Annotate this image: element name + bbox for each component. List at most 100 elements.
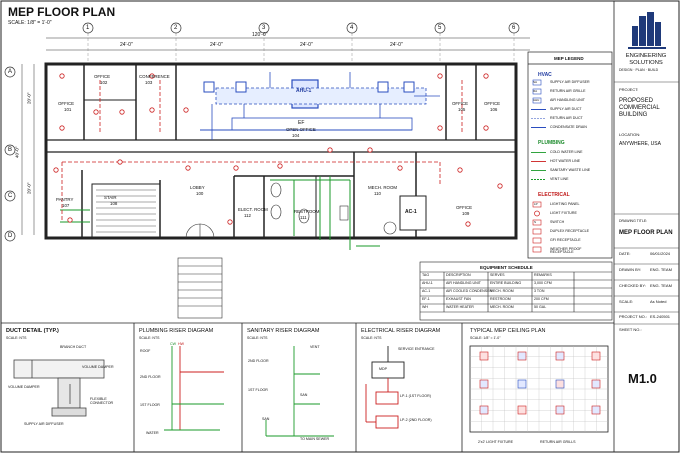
row-bubble	[4, 66, 16, 78]
entry-steps	[177, 223, 223, 319]
ceiling-fixture-icon	[479, 405, 489, 415]
light-fixture-icon	[233, 165, 239, 171]
schedule-cell: EXHAUST FAN	[446, 297, 471, 301]
schedule-header: DESCRIPTION	[446, 273, 471, 277]
building-walls	[44, 62, 518, 240]
plumbing-fixtures	[270, 182, 397, 235]
schedule-header: TAG	[422, 273, 430, 277]
room-number: 107	[62, 203, 70, 208]
duct-detail-label: VOLUME DAMPER	[82, 365, 114, 369]
light-fixture-icon	[534, 210, 540, 217]
plumbing-riser-scale: SCALE: NTS	[139, 336, 160, 340]
row-grid-label: A	[8, 69, 13, 75]
legend-hvac-symbol: RA	[533, 89, 538, 93]
room-number: 100	[196, 191, 204, 196]
drawing-title-value: MEP FLOOR PLAN	[619, 230, 673, 236]
legend-electrical-label: LIGHT FIXTURE	[550, 210, 577, 215]
electrical-symbol-icon	[532, 228, 542, 235]
stair	[96, 189, 156, 233]
ceiling-fixture-icon	[591, 379, 601, 389]
electrical-symbol-icon	[532, 237, 542, 244]
schedule-cell: 3,000 CFM	[534, 281, 552, 285]
light-fixture-icon	[183, 107, 189, 113]
electrical-riser-drawing	[365, 346, 405, 429]
plumbing-lines	[60, 176, 380, 250]
light-fixture-icon	[437, 73, 443, 79]
column-grid-label: 6	[512, 25, 516, 31]
legend-electrical-label: SWITCH	[550, 219, 565, 224]
schedule-cell: RESTROOM	[490, 297, 511, 301]
room-number: 108	[110, 201, 118, 206]
title-block-value: As Noted	[650, 299, 667, 304]
legend-electrical-label: WEATHER PROOF RECEPTACLE	[550, 246, 582, 255]
room-number: 109	[462, 211, 470, 216]
ceiling-fixture-icon	[479, 351, 489, 361]
light-fixture-icon	[53, 167, 59, 173]
ceiling-fixture-icon	[591, 405, 601, 415]
drawing-title-label: DRAWING TITLE:	[619, 219, 648, 223]
legend-hvac-label: RETURN AIR DUCT	[550, 115, 583, 120]
legend-hvac-symbol: SA	[533, 80, 538, 84]
ceiling-fixture-icon	[555, 405, 565, 415]
column-grid-bubbles	[82, 22, 520, 64]
row-grid-label: B	[8, 147, 13, 153]
schedule-cell: 50 GAL	[534, 305, 547, 309]
hvac-symbol-icon	[532, 79, 542, 86]
light-fixture-icon	[457, 167, 463, 173]
company-name: ENGINEERING SOLUTIONS	[625, 53, 667, 66]
overall-dimension: 120'-0"	[252, 32, 268, 38]
title-block-label: DRAWN BY:	[619, 267, 642, 272]
ceiling-fixture-icon	[517, 351, 527, 361]
title-block-label: PROJECT NO.:	[619, 314, 647, 319]
sheet-number: M1.0	[628, 371, 657, 386]
room-number: 105	[458, 107, 466, 112]
schedule-header: SERVES	[490, 273, 505, 277]
room-number: 111	[300, 215, 307, 220]
light-fixture-icon	[227, 219, 233, 225]
ceiling-fixture-icon	[591, 351, 601, 361]
project-value: PROPOSED COMMERCIAL BUILDING	[619, 98, 660, 118]
legend-symbols	[531, 79, 546, 253]
light-fixture-icon	[397, 165, 403, 171]
sanitary-riser-label: 2ND FLOOR	[248, 359, 269, 363]
legend-plumbing-label: SANITARY WASTE LINE	[550, 167, 591, 172]
sanitary-riser-title: SANITARY RISER DIAGRAM	[247, 328, 320, 334]
light-fixture-icon	[119, 109, 125, 115]
ceiling-fixture-icon	[517, 405, 527, 415]
duct-detail-drawing	[13, 359, 105, 417]
legend-plumbing-label: VENT LINE	[550, 176, 569, 181]
plumbing-riser-label: CW	[170, 342, 176, 346]
room-name: OFFICE	[94, 74, 111, 79]
column-grid-label: 3	[262, 25, 266, 31]
legend-plumbing-title: PLUMBING	[538, 140, 565, 146]
sanitary-riser-label: 1ST FLOOR	[248, 388, 268, 392]
column-grid-label: 2	[174, 25, 178, 31]
electrical-riser-title: ELECTRICAL RISER DIAGRAM	[361, 328, 441, 334]
ac-unit	[399, 195, 427, 231]
title-block-label: SCALE:	[619, 299, 634, 304]
left-dim-2: 20'-0"	[26, 182, 32, 194]
plumbing-riser-label: ROOF	[140, 349, 151, 353]
sheet-no-label: SHEET NO.:	[619, 327, 642, 332]
room-number: 104	[292, 133, 300, 138]
electrical-symbol-icon	[532, 201, 542, 208]
hvac-symbol-icon	[532, 97, 542, 104]
column-grid-label: 5	[438, 25, 442, 31]
plumbing-riser-title: PLUMBING RISER DIAGRAM	[139, 328, 214, 334]
legend-hvac-symbol: AHU	[533, 98, 540, 102]
light-fixtures	[53, 73, 503, 227]
legend-hvac-label: SUPPLY AIR DUCT	[550, 106, 582, 111]
room-name: OFFICE	[484, 101, 501, 106]
column-grid-label: 4	[350, 25, 354, 31]
legend-plumbing-label: COLD WATER LINE	[550, 149, 583, 154]
ceiling-fixture-icon	[555, 351, 565, 361]
room-name: PANTRY	[56, 197, 74, 202]
light-fixture-icon	[367, 147, 373, 153]
legend-hvac-label: CONDENSATE DRAIN	[550, 124, 587, 129]
location-value: ANYWHERE, USA	[619, 141, 661, 147]
top-dimension: 24'-0"	[300, 42, 313, 48]
room-number: 102	[100, 80, 108, 85]
